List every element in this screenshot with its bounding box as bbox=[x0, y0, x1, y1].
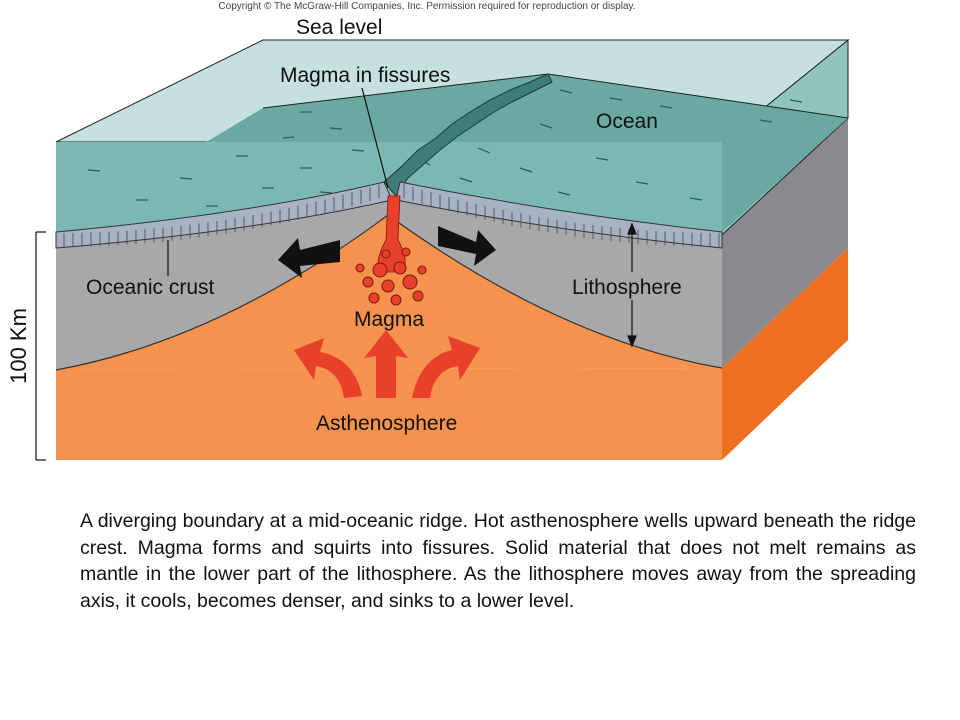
label-oceanic-crust: Oceanic crust bbox=[86, 276, 215, 299]
label-magma-in-fissures: Magma in fissures bbox=[280, 64, 450, 87]
upwelling-arrow-left-icon bbox=[294, 338, 362, 398]
scale-bar bbox=[35, 231, 46, 461]
lithosphere-thickness-arrow bbox=[627, 222, 637, 348]
copyright-notice: Copyright © The McGraw-Hill Companies, I… bbox=[218, 1, 635, 12]
upwelling-arrow-center-icon bbox=[364, 330, 408, 398]
oceanic-crust-band-right bbox=[395, 181, 723, 249]
asthenosphere-front-face bbox=[56, 368, 722, 460]
lithosphere-front-face bbox=[56, 186, 722, 370]
asthenosphere-upwelling bbox=[56, 215, 722, 370]
asthenosphere-side-face bbox=[722, 248, 848, 460]
scale-label: 100 Km bbox=[6, 308, 31, 384]
magma-blobs bbox=[355, 247, 427, 306]
label-asthenosphere: Asthenosphere bbox=[316, 412, 457, 435]
arrow-left-icon bbox=[278, 238, 340, 278]
lithosphere-side-face bbox=[722, 118, 848, 368]
crust-ticks bbox=[63, 184, 720, 247]
label-lithosphere: Lithosphere bbox=[572, 276, 682, 299]
label-magma: Magma bbox=[354, 308, 424, 331]
arrow-right-icon bbox=[438, 226, 496, 266]
label-sea-level: Sea level bbox=[296, 16, 382, 39]
seafloor-texture bbox=[87, 89, 803, 207]
figure-caption: A diverging boundary at a mid-oceanic ri… bbox=[80, 510, 916, 612]
upwelling-arrow-right-icon bbox=[412, 336, 480, 398]
label-ocean: Ocean bbox=[596, 110, 658, 133]
magma-fissures-leader bbox=[361, 87, 389, 189]
diverging-boundary-diagram: Copyright © The McGraw-Hill Companies, I… bbox=[6, 1, 850, 461]
